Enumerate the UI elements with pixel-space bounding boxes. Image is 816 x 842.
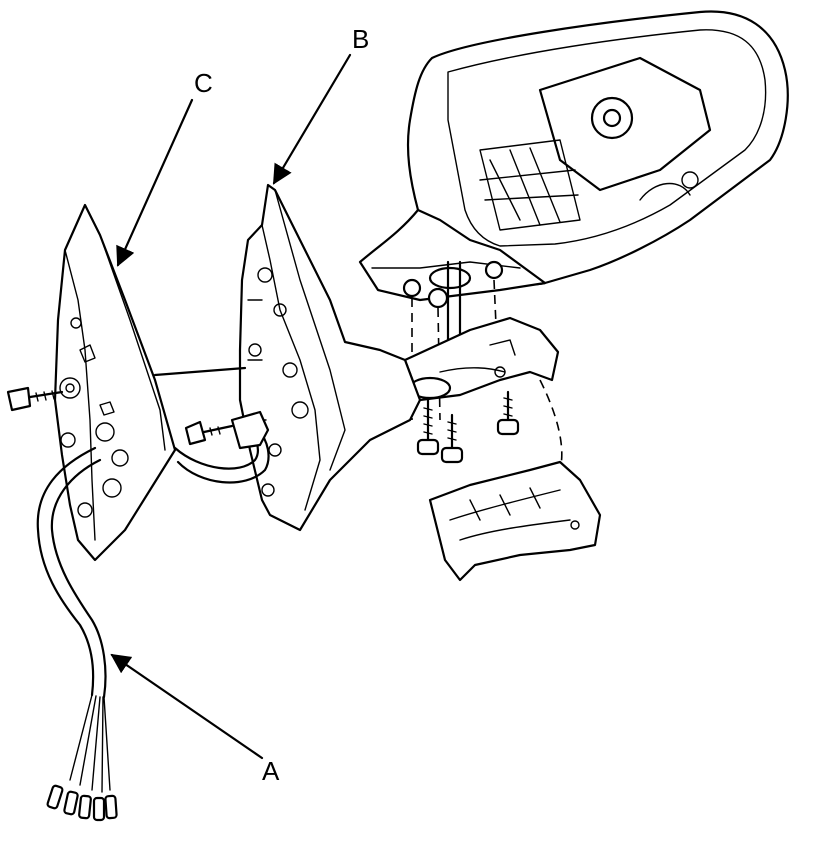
leader-arrow-c xyxy=(116,98,194,267)
leader-arrow-a xyxy=(110,653,264,760)
cable-clip-screw xyxy=(184,420,234,446)
callout-label-c: C xyxy=(194,68,213,98)
callout-label-a: A xyxy=(262,756,280,786)
wire-harness-a xyxy=(36,410,270,822)
screw-2 xyxy=(440,413,464,464)
callout-label-b: B xyxy=(352,24,369,54)
mirror-holder-c xyxy=(53,203,247,562)
mirror-base-bracket xyxy=(403,316,560,402)
holder-screw xyxy=(6,386,64,412)
screw-1 xyxy=(416,398,440,456)
mirror-housing xyxy=(358,10,789,421)
alignment-arc xyxy=(539,379,563,471)
screw-3 xyxy=(496,390,520,436)
bracket-screws xyxy=(416,390,520,464)
actuator-b xyxy=(238,183,422,532)
lower-cover xyxy=(428,460,602,582)
leader-arrow-b xyxy=(272,53,352,185)
